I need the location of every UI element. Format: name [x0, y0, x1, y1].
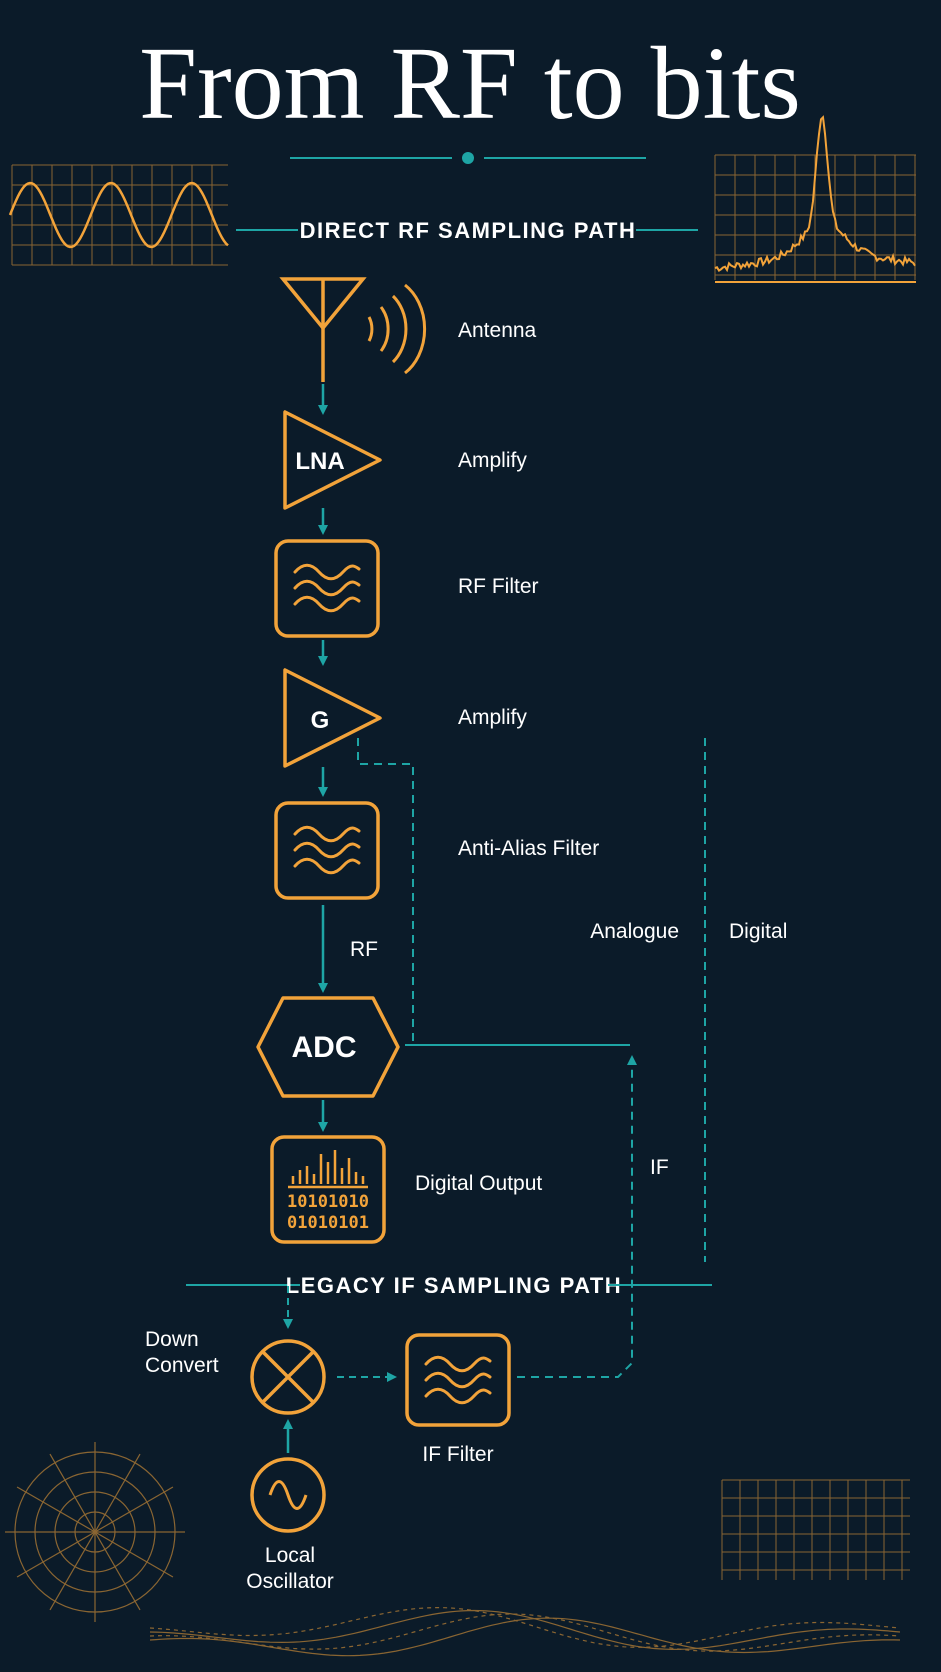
if-filter-block — [405, 1333, 511, 1427]
direct-path-heading-row: DIRECT RF SAMPLING PATH — [236, 218, 698, 243]
anti-alias-filter-label: Anti-Alias Filter — [458, 837, 599, 860]
local-oscillator-icon — [250, 1457, 326, 1533]
filter-wave-line — [293, 563, 361, 581]
anti-alias-filter-block — [274, 801, 380, 900]
filter-wave-line — [293, 825, 361, 843]
filter-wave-line — [293, 595, 361, 613]
lna-label: Amplify — [458, 449, 527, 472]
gain-label: Amplify — [458, 706, 527, 729]
down-convert-label-line-2: Convert — [145, 1354, 219, 1377]
decor-wave — [149, 1606, 901, 1648]
if-filter-label: IF Filter — [422, 1443, 493, 1466]
mixer-icon — [250, 1339, 326, 1415]
decor-wave — [149, 1617, 901, 1657]
filter-wave-line — [424, 1371, 492, 1389]
gain-symbol: G — [311, 707, 330, 734]
adc-block: ADC — [256, 996, 400, 1098]
bits-line-1: 10101010 — [287, 1192, 369, 1212]
digital-output-label: Digital Output — [415, 1172, 542, 1195]
analogue-domain-label: Analogue — [590, 920, 679, 943]
local-oscillator-label-line-2: Oscillator — [246, 1570, 334, 1593]
local-oscillator-label-line-1: Local — [265, 1544, 315, 1567]
decor-wave — [149, 1613, 901, 1652]
filter-wave-line — [424, 1355, 492, 1373]
page-title: From RF to bits — [139, 26, 801, 141]
rf-filter-block — [274, 539, 380, 638]
antenna-label: Antenna — [458, 319, 537, 342]
filter-wave-line — [293, 579, 361, 597]
legacy-path-heading-row: LEGACY IF SAMPLING PATH — [186, 1273, 712, 1298]
gain-amplifier-block: G — [283, 668, 382, 768]
rf-link-label: RF — [350, 938, 378, 961]
antenna-icon — [279, 277, 427, 382]
wave-pattern-decoration — [149, 1606, 901, 1657]
grid-decoration — [721, 1479, 910, 1580]
lna-symbol: LNA — [295, 448, 344, 475]
polar-plot-decoration — [5, 1442, 185, 1622]
digital-output-block: 10101010 01010101 — [270, 1135, 386, 1244]
adc-symbol: ADC — [292, 1031, 357, 1064]
direct-path-heading: DIRECT RF SAMPLING PATH — [300, 218, 637, 243]
sine-wave-grid-decoration — [8, 164, 229, 266]
polar-spoke — [16, 1486, 174, 1578]
filter-wave-line — [293, 841, 361, 859]
filter-wave-line — [424, 1387, 492, 1405]
filter-wave-line — [293, 857, 361, 875]
bits-line-2: 01010101 — [287, 1213, 369, 1233]
legacy-path-heading: LEGACY IF SAMPLING PATH — [286, 1273, 622, 1298]
decor-wave — [149, 1609, 901, 1650]
digital-domain-label: Digital — [729, 920, 787, 943]
spectrum-plot-decoration — [714, 115, 916, 283]
rf-filter-label: RF Filter — [458, 575, 539, 598]
down-convert-label-line-1: Down — [145, 1328, 199, 1351]
if-feedback-path — [357, 738, 637, 1378]
lna-block: LNA — [283, 410, 382, 510]
title-divider — [290, 152, 646, 164]
if-label: IF — [650, 1156, 669, 1179]
